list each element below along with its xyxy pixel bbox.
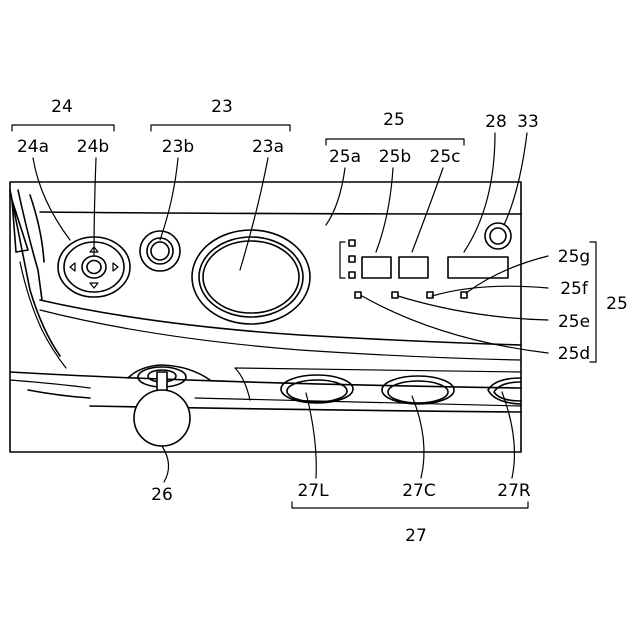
label-24a: 24a xyxy=(17,137,49,157)
bracket-25-right xyxy=(590,242,596,362)
label-26: 26 xyxy=(151,485,173,505)
bracket-27 xyxy=(292,502,528,508)
label-27R: 27R xyxy=(497,481,531,501)
large-dial-outer[interactable] xyxy=(192,230,310,324)
label-25-right: 25 xyxy=(606,294,628,314)
label-23b: 23b xyxy=(162,137,194,157)
label-25-top: 25 xyxy=(383,110,405,130)
leader-25e xyxy=(398,296,548,320)
leader-25b xyxy=(376,168,393,252)
label-25f: 25f xyxy=(560,279,589,299)
leader-27R xyxy=(502,392,514,478)
large-dial-middle xyxy=(199,237,303,317)
label-25b: 25b xyxy=(379,147,411,167)
indicator-25f xyxy=(427,292,433,298)
shelf-line-5 xyxy=(28,390,90,398)
bracket-23 xyxy=(151,125,290,131)
indicator-25e xyxy=(392,292,398,298)
label-23: 23 xyxy=(211,97,233,117)
label-27C: 27C xyxy=(402,481,436,501)
leader-27C xyxy=(412,396,424,478)
leader-25a xyxy=(326,168,345,225)
label-24b: 24b xyxy=(77,137,109,157)
label-25a: 25a xyxy=(329,147,361,167)
label-25d: 25d xyxy=(558,344,590,364)
label-25e: 25e xyxy=(558,312,590,332)
display-28 xyxy=(448,257,508,278)
indicator-25a-2 xyxy=(349,256,355,262)
button-bay-top xyxy=(235,368,521,372)
indicator-25a-bracket xyxy=(340,242,345,278)
bracket-24 xyxy=(12,125,114,131)
button-bay-left xyxy=(235,368,250,400)
shelf-line-4 xyxy=(195,398,521,406)
label-28: 28 xyxy=(485,112,507,132)
display-25c xyxy=(399,257,428,278)
bracket-25-top xyxy=(326,139,464,145)
button-27R-inner xyxy=(494,382,521,401)
leader-27L xyxy=(306,393,316,478)
leader-23b xyxy=(160,158,178,240)
display-25b xyxy=(362,257,391,278)
label-33: 33 xyxy=(517,112,539,132)
shelf-line-2 xyxy=(10,380,90,388)
leader-25c xyxy=(412,168,443,252)
panel-upper-edge xyxy=(40,212,521,214)
left-arrow-icon[interactable] xyxy=(70,263,75,271)
label-27: 27 xyxy=(405,526,427,546)
round-button-33[interactable] xyxy=(485,223,511,249)
joystick-knob[interactable] xyxy=(134,390,190,446)
down-arrow-icon[interactable] xyxy=(90,283,98,288)
right-arrow-icon[interactable] xyxy=(113,263,118,271)
label-24: 24 xyxy=(51,97,73,117)
leader-33 xyxy=(504,133,527,225)
dpad-center-inner xyxy=(87,261,101,274)
leader-25f xyxy=(432,286,548,296)
small-dial-outer[interactable] xyxy=(140,231,180,271)
label-25g: 25g xyxy=(558,247,590,267)
indicator-25d xyxy=(355,292,361,298)
label-27L: 27L xyxy=(297,481,329,501)
indicator-25a-3 xyxy=(349,272,355,278)
dpad-center-button[interactable] xyxy=(82,256,106,278)
button-27C-inner xyxy=(388,381,448,403)
small-dial-center xyxy=(151,242,169,260)
label-23a: 23a xyxy=(252,137,284,157)
indicator-25a-1 xyxy=(349,240,355,246)
panel-lower-edge xyxy=(40,300,521,345)
label-25c: 25c xyxy=(430,147,461,167)
round-button-33-inner xyxy=(490,228,506,244)
large-dial-inner xyxy=(203,241,299,313)
